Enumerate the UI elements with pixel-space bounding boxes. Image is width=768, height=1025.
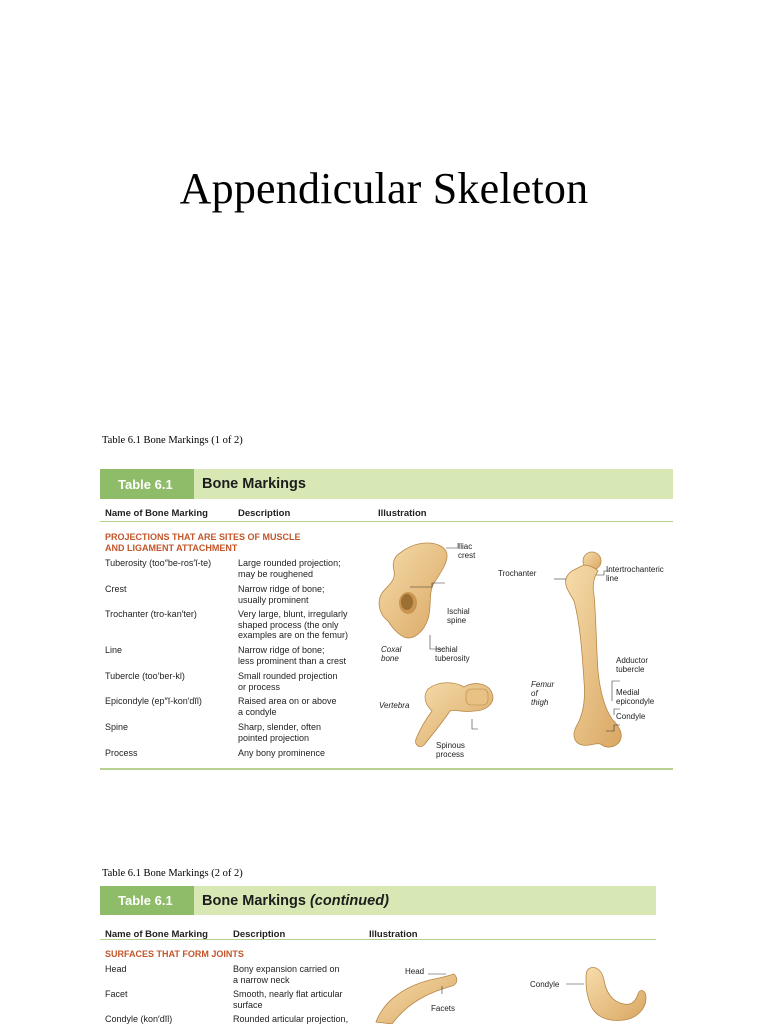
label-trochanter: Trochanter [498, 569, 537, 578]
row-name: Process [105, 748, 138, 758]
table-badge: Table 6.1 [100, 469, 194, 499]
table-badge: Table 6.1 [100, 886, 194, 915]
bone-markings-table-1: Table 6.1 Bone Markings Name of Bone Mar… [100, 469, 673, 771]
row-name: Spine [105, 722, 129, 732]
column-headers: Name of Bone Marking Description Illustr… [100, 499, 673, 522]
section-heading: PROJECTIONS THAT ARE SITES OF MUSCLE AND… [105, 532, 301, 554]
col-desc-header: Description [238, 508, 291, 519]
row-name: Crest [105, 584, 127, 594]
section-line-1: PROJECTIONS THAT ARE SITES OF MUSCLE [105, 532, 301, 542]
vertebra-drawing [415, 682, 494, 747]
row-name: Tuberosity (too″be-ros′ĭ-te) [105, 558, 212, 568]
leader-lines [410, 543, 620, 732]
bone-illustration-2 [375, 967, 647, 1024]
column-headers: Name of Bone Marking Description Illustr… [100, 915, 656, 940]
page-title: Appendicular Skeleton [179, 164, 589, 213]
table-header-band: Table 6.1 Bone Markings (continued) [100, 886, 656, 915]
femur-drawing [565, 551, 622, 748]
row-desc: Any bony prominence [238, 748, 326, 758]
row-name: Tubercle (too′ber-kl) [105, 671, 185, 681]
section-line-2: AND LIGAMENT ATTACHMENT [105, 543, 238, 553]
rib-drawing [375, 973, 458, 1024]
table-heading: Bone Markings (continued) [202, 892, 389, 909]
label-vertebra: Vertebra [379, 701, 410, 710]
row-name: Epicondyle (ep″ĭ-kon′dĭl) [105, 696, 202, 706]
label-condyle: Condyle [616, 712, 646, 721]
col-illus-header: Illustration [369, 929, 418, 940]
leader-lines [428, 973, 584, 994]
row-name: Line [105, 645, 123, 655]
row-name: Facet [105, 989, 128, 999]
table-heading: Bone Markings [202, 476, 306, 492]
label-head: Head [405, 967, 425, 976]
col-desc-header: Description [233, 929, 286, 940]
bone-markings-table-2: Table 6.1 Bone Markings (continued) Name… [100, 886, 656, 1024]
row-desc: Large rounded projection;may be roughene… [238, 558, 341, 579]
row-desc: Rounded articular projection, [233, 1014, 349, 1024]
bone-illustration-1 [378, 542, 622, 748]
label-condyle-2: Condyle [530, 980, 560, 989]
label-facets: Facets [431, 1004, 456, 1013]
mandible-drawing [585, 967, 647, 1021]
col-illus-header: Illustration [378, 508, 427, 519]
table-caption-1: Table 6.1 Bone Markings (1 of 2) [102, 435, 243, 446]
row-name: Head [105, 964, 127, 974]
coxal-bone-drawing [378, 542, 448, 639]
col-name-header: Name of Bone Marking [105, 508, 208, 519]
row-name: Condyle (kon′dĭl) [105, 1014, 173, 1024]
table-header-band: Table 6.1 Bone Markings [100, 469, 673, 499]
table-bottom-rule [100, 768, 673, 770]
table-caption-2: Table 6.1 Bone Markings (2 of 2) [102, 868, 243, 879]
section-heading: SURFACES THAT FORM JOINTS [105, 949, 244, 959]
row-name: Trochanter (tro-kan′ter) [105, 609, 197, 619]
col-name-header: Name of Bone Marking [105, 929, 208, 940]
row-desc: Narrow ridge of bone;less prominent than… [238, 645, 347, 666]
row-desc: Narrow ridge of bone;usually prominent [238, 584, 325, 605]
